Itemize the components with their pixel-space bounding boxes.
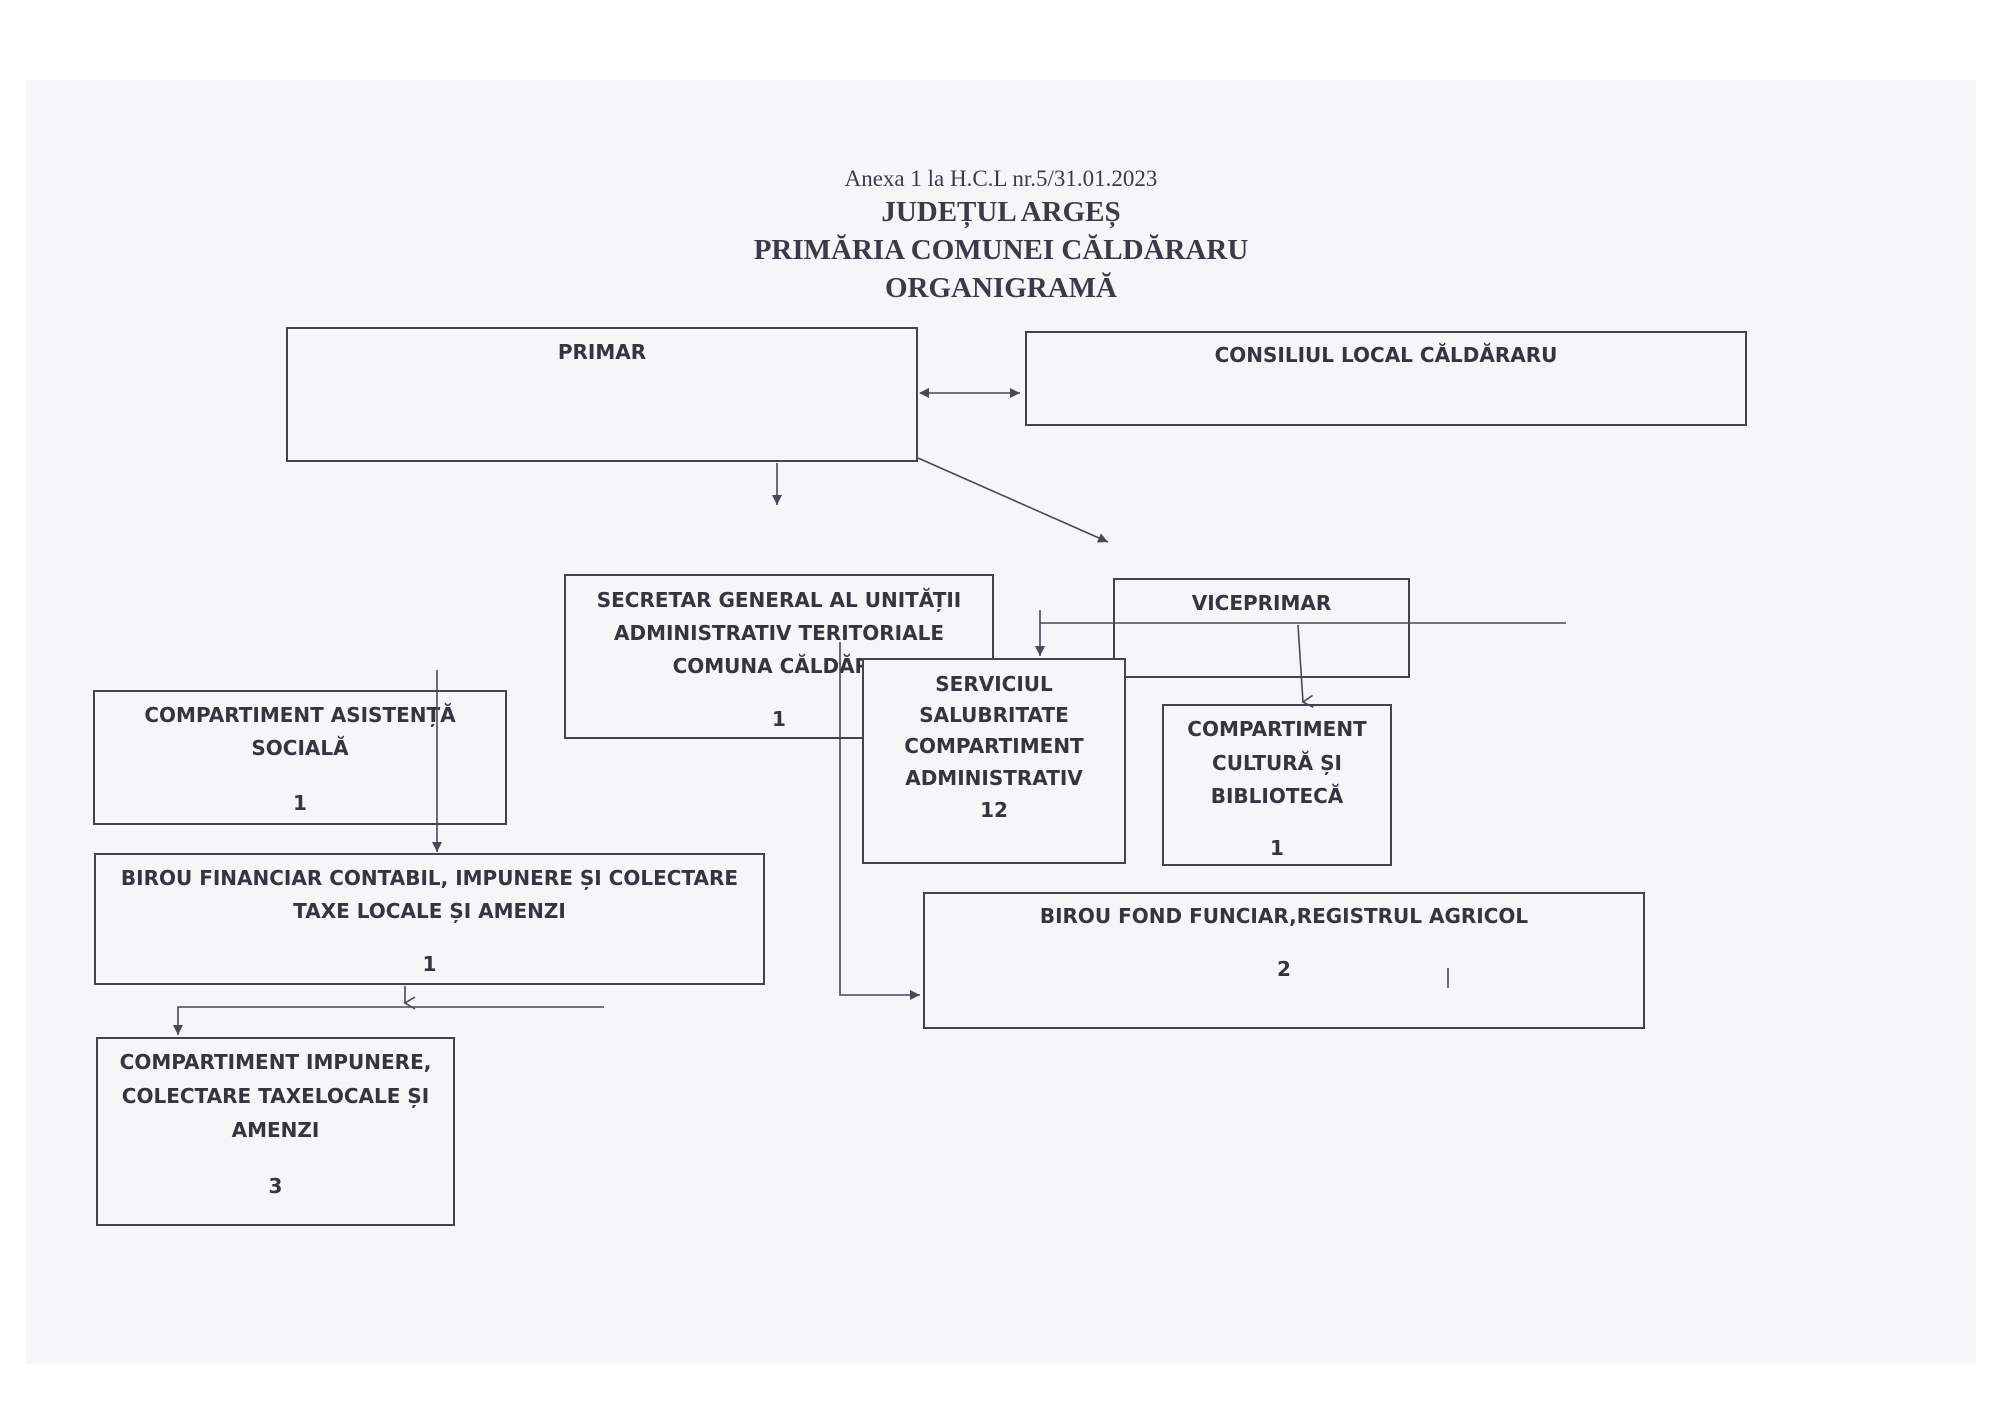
node-impunere-line-2: COLECTARE TAXELOCALE ȘI — [121, 1084, 430, 1108]
node-asistenta-line-1: COMPARTIMENT ASISTENȚĂ — [144, 703, 456, 727]
city-hall-title: PRIMĂRIA COMUNEI CĂLDĂRARU — [753, 234, 1249, 266]
node-birou-fond-funciar — [923, 892, 1645, 1029]
node-financiar-line-1: BIROU FINANCIAR CONTABIL, IMPUNERE ȘI CO… — [120, 866, 739, 890]
node-cultura-count: 1 — [1270, 836, 1284, 860]
node-secretar-line-2: ADMINISTRATIV TERITORIALE — [613, 621, 945, 645]
node-financiar-count: 1 — [422, 952, 437, 976]
node-salubritate-line-2: SALUBRITATE — [919, 703, 1069, 727]
chart-title: ORGANIGRAMĂ — [885, 272, 1117, 304]
node-cultura-line-3: BIBLIOTECĂ — [1210, 784, 1344, 808]
node-asistenta-sociala — [93, 690, 507, 825]
node-consiliu-local — [1025, 331, 1747, 426]
node-secretar-line-1: SECRETAR GENERAL AL UNITĂȚII — [596, 588, 962, 612]
county-title: JUDEȚUL ARGEȘ — [881, 196, 1121, 228]
node-impunere-line-3: AMENZI — [231, 1118, 320, 1142]
node-impunere-count: 3 — [268, 1174, 283, 1198]
node-cultura-biblioteca — [1162, 704, 1392, 866]
node-primar — [286, 327, 918, 462]
node-secretar-general — [564, 574, 994, 739]
node-asistenta-line-2: SOCIALĂ — [251, 736, 349, 760]
node-cultura-line-2: CULTURĂ ȘI — [1212, 751, 1342, 775]
node-financiar-line-2: TAXE LOCALE ȘI AMENZI — [293, 899, 566, 923]
annex-reference: Anexa 1 la H.C.L nr.5/31.01.2023 — [844, 166, 1158, 191]
node-fond-funciar-count: 2 — [1277, 957, 1291, 981]
node-secretar-count: 1 — [772, 707, 786, 731]
node-impunere-line-1: COMPARTIMENT IMPUNERE, — [119, 1050, 432, 1074]
node-asistenta-count: 1 — [293, 791, 307, 815]
node-viceprimar-label: VICEPRIMAR — [1191, 591, 1332, 615]
node-consiliu-label: CONSILIUL LOCAL CĂLDĂRARU — [1214, 343, 1558, 367]
node-compartiment-impunere — [96, 1037, 455, 1226]
node-salubritate-count: 12 — [980, 798, 1008, 822]
node-birou-financiar — [94, 853, 765, 985]
node-salubritate-line-1: SERVICIUL — [935, 672, 1053, 696]
node-cultura-line-1: COMPARTIMENT — [1187, 717, 1367, 741]
node-primar-label: PRIMAR — [557, 340, 647, 364]
node-viceprimar — [1113, 578, 1410, 678]
node-salubritate-line-3: COMPARTIMENT — [904, 734, 1084, 758]
node-salubritate-line-4: ADMINISTRATIV — [905, 766, 1083, 790]
node-fond-funciar-label: BIROU FOND FUNCIAR,REGISTRUL AGRICOL — [1039, 904, 1529, 928]
